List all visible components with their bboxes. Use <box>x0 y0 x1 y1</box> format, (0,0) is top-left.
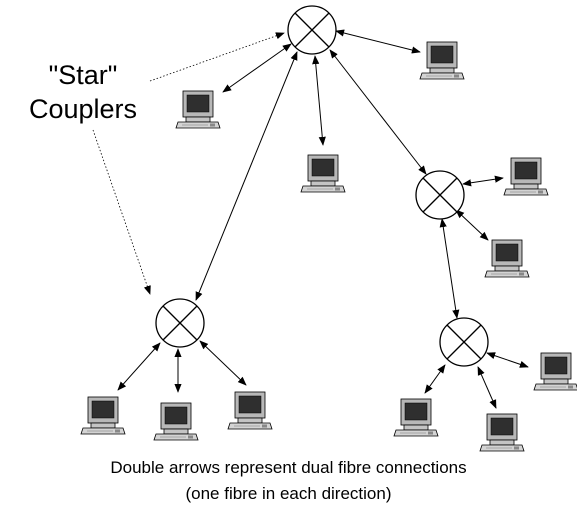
link-lower-coupler-to-pc-a <box>486 352 529 368</box>
link-right-coupler-to-pc-a <box>462 175 504 187</box>
link-top-to-right-coupler <box>329 49 427 175</box>
computer-icon <box>227 391 273 430</box>
computer-icon <box>300 154 346 193</box>
caption-line1: Double arrows represent dual fibre conne… <box>110 458 467 477</box>
connections <box>117 29 529 409</box>
link-right-coupler-to-lower-coupler <box>439 218 460 319</box>
computer-icon <box>393 398 439 437</box>
pointer-line-bottom <box>92 129 151 295</box>
computer-icon <box>153 402 199 441</box>
computer-icon <box>484 239 530 278</box>
star-coupler-top <box>287 5 337 55</box>
caption-line2: (one fibre in each direction) <box>185 484 392 503</box>
link-top-to-bottom-left-coupler <box>195 51 298 301</box>
computer-icon <box>503 157 549 196</box>
computer-icon <box>175 90 221 129</box>
link-lower-coupler-to-pc-c <box>477 366 497 409</box>
diagram-caption: Double arrows represent dual fibre conne… <box>0 455 577 507</box>
link-right-coupler-to-pc-b <box>455 209 489 241</box>
computer-icon <box>479 413 525 452</box>
star-couplers-label: "Star" Couplers <box>8 58 158 126</box>
link-bottom-coupler-to-pc-a <box>117 342 161 391</box>
link-lower-coupler-to-pc-b <box>424 364 446 394</box>
star-couplers-label-line1: "Star" <box>48 60 118 90</box>
computer-icon <box>80 396 126 435</box>
link-top-to-right-pc <box>335 29 421 54</box>
star-coupler-right <box>415 170 465 220</box>
computer-icon <box>419 41 465 80</box>
computer-icon <box>533 352 577 391</box>
link-top-to-center-pc <box>312 55 326 146</box>
star-coupler-bottom-left <box>155 298 205 348</box>
star-couplers-label-line2: Couplers <box>28 94 138 124</box>
pointer-line-top <box>149 32 285 82</box>
star-coupler-lower-right <box>439 317 489 367</box>
link-bottom-coupler-to-pc-c <box>199 340 247 386</box>
